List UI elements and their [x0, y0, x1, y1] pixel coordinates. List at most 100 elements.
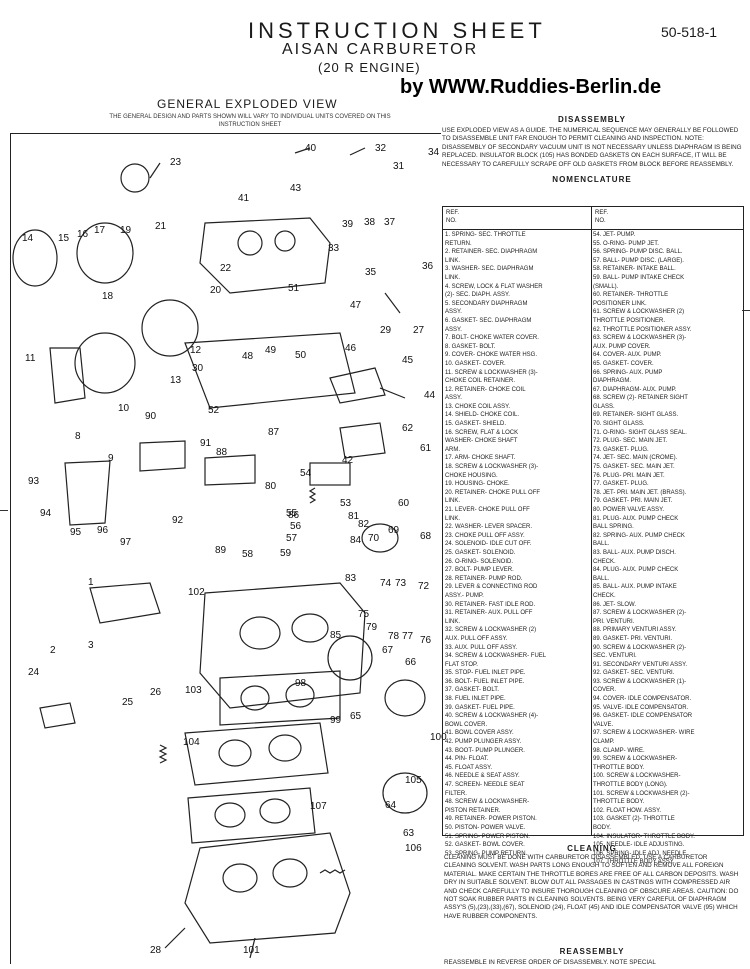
exploded-view-title: GENERAL EXPLODED VIEW: [157, 97, 338, 111]
callout-19: 19: [120, 225, 132, 236]
nomenclature-item: 20. RETAINER- CHOKE PULL OFF: [445, 489, 541, 496]
callout-17: 17: [94, 225, 106, 236]
callout-24: 24: [28, 667, 40, 678]
nomenclature-item: 78. JET- PRI. MAIN JET. (BRASS).: [593, 489, 687, 496]
callout-30: 30: [192, 363, 204, 374]
nomenclature-item: 17. ARM- CHOKE SHAFT.: [445, 455, 516, 462]
callout-100: 100: [430, 732, 447, 743]
nomenclature-item: 65. GASKET- COVER.: [593, 360, 654, 367]
nomenclature-item: AUX. PULL OFF ASSY.: [445, 635, 508, 642]
nomenclature-item: 88. PRIMARY VENTURI ASSY.: [593, 627, 677, 634]
nomenclature-item: 53. SPRING- PUMP RETURN.: [445, 850, 528, 857]
callout-63: 63: [403, 828, 415, 839]
callout-61: 61: [420, 443, 432, 454]
nomenclature-item: THROTTLE BODY.: [593, 799, 645, 806]
callout-8: 8: [75, 431, 81, 442]
callout-36: 36: [422, 261, 434, 272]
callout-45: 45: [402, 355, 414, 366]
nomenclature-item: RETURN.: [445, 240, 472, 247]
callout-46: 46: [345, 343, 357, 354]
callout-60: 60: [398, 498, 410, 509]
nomenclature-item: 64. COVER- AUX. PUMP.: [593, 352, 662, 359]
nomenclature-item: VALVE.: [593, 721, 614, 728]
nomenclature-item: 73. GASKET- PLUG.: [593, 446, 649, 453]
nomenclature-item: 99. SCREW & LOCKWASHER-: [593, 756, 678, 763]
callout-106: 106: [405, 843, 422, 854]
nomenclature-item: THROTTLE BODY.: [593, 764, 645, 771]
nomenclature-item: BOWL COVER.: [445, 721, 488, 728]
nomenclature-item: 5. SECONDARY DIAPHRAGM: [445, 300, 528, 307]
callout-55: 55: [286, 508, 298, 519]
callout-33: 33: [328, 243, 340, 254]
callout-13: 13: [170, 375, 182, 386]
nomenclature-column-left: 1. SPRING- SEC. THROTTLE RETURN. 2. RETAI…: [445, 231, 591, 858]
nomenclature-item: 36. BOLT- FUEL INLET PIPE.: [445, 678, 525, 685]
nomenclature-item: 28. RETAINER- PUMP ROD.: [445, 575, 523, 582]
nomenclature-item: 9. COVER- CHOKE WATER HSG.: [445, 352, 538, 359]
nomenclature-item: SEC. VENTURI.: [593, 653, 637, 660]
callout-58: 58: [242, 549, 254, 560]
disassembly-section: DISASSEMBLY USE EXPLODED VIEW AS A GUIDE…: [442, 115, 742, 184]
callout-27: 27: [413, 325, 425, 336]
callout-94: 94: [40, 508, 52, 519]
callout-105: 105: [405, 775, 422, 786]
nomenclature-item: 48. SCREW & LOCKWASHER-: [445, 799, 530, 806]
ref-label-right: REF.: [595, 210, 609, 216]
callout-3: 3: [88, 640, 94, 651]
callout-41: 41: [238, 193, 250, 204]
nomenclature-item: 3. WASHER- SEC. DIAPHRAGM: [445, 266, 534, 273]
callout-44: 44: [424, 390, 436, 401]
nomenclature-item: 106. SPRING- IDLE ADJ. NEEDLE.: [593, 850, 689, 857]
no-label-left: NO.: [446, 218, 457, 224]
callout-84: 84: [350, 535, 362, 546]
nomenclature-item: 27. BOLT- PUMP LEVER.: [445, 567, 514, 574]
reassembly-title: REASSEMBLY: [559, 947, 625, 956]
nomenclature-item: 102. FLOAT HOW. ASSY.: [593, 807, 662, 814]
nomenclature-item: ASSY.: [445, 326, 462, 333]
callout-76: 76: [420, 635, 432, 646]
callout-86: 86: [288, 510, 300, 521]
callout-101: 101: [243, 945, 260, 956]
callout-67: 67: [382, 645, 394, 656]
nomenclature-item: 100. SCREW & LOCKWASHER-: [593, 773, 681, 780]
nomenclature-item: CHOKE HOUSING.: [445, 472, 498, 479]
nomenclature-item: 80. POWER VALVE ASSY.: [593, 507, 665, 513]
nomenclature-item: 26. O-RING- SOLENOID.: [445, 558, 514, 565]
callout-14: 14: [22, 233, 34, 244]
nomenclature-item: 82. SPRING- AUX. PUMP CHECK: [593, 532, 685, 539]
callout-38: 38: [364, 217, 376, 228]
nomenclature-item: 19. HOUSING- CHOKE.: [445, 481, 510, 488]
nomenclature-item: CHECK.: [593, 592, 616, 599]
nomenclature-item: FLAT STOP.: [445, 661, 478, 668]
nomenclature-item: 54. JET- PUMP.: [593, 232, 636, 238]
callout-48: 48: [242, 351, 254, 362]
column-divider: [591, 207, 592, 835]
nomenclature-item: COVER.: [593, 687, 617, 694]
nomenclature-item: 81. PLUG- AUX. PUMP CHECK: [593, 515, 679, 522]
reassembly-text: REASSEMBLE IN REVERSE ORDER OF DISASSEMB…: [444, 959, 656, 966]
nomenclature-item: 1. SPRING- SEC. THROTTLE: [445, 232, 526, 238]
nomenclature-item: 2. RETAINER- SEC. DIAPHRAGM: [445, 249, 538, 256]
callout-25: 25: [122, 697, 134, 708]
nomenclature-item: 63. SCREW & LOCKWASHER (3)-: [593, 335, 687, 342]
callout-16: 16: [77, 229, 89, 240]
nomenclature-item: 50. PISTON- POWER VALVE.: [445, 824, 526, 831]
nomenclature-item: PISTON RETAINER.: [445, 807, 501, 814]
callout-51: 51: [288, 283, 300, 294]
callout-83: 83: [345, 573, 357, 584]
nomenclature-item: THROTTLE POSITIONER.: [593, 317, 666, 324]
callout-15: 15: [58, 233, 70, 244]
callout-68: 68: [420, 531, 432, 542]
nomenclature-item: 37. GASKET- BOLT.: [445, 687, 499, 694]
nomenclature-title: NOMENCLATURE: [552, 175, 632, 185]
diagram-frame: [10, 133, 441, 964]
nomenclature-item: BALL.: [593, 541, 610, 548]
callout-18: 18: [102, 291, 114, 302]
nomenclature-item: 51. SPRING- POWER PISTON.: [445, 833, 530, 840]
callout-37: 37: [384, 217, 396, 228]
page-title: INSTRUCTION SHEET: [248, 18, 546, 43]
nomenclature-item: FILTER.: [445, 790, 467, 797]
cleaning-title: CLEANING: [567, 844, 617, 853]
callout-65: 65: [350, 711, 362, 722]
nomenclature-item: 72. PLUG- SEC. MAIN JET.: [593, 438, 668, 445]
